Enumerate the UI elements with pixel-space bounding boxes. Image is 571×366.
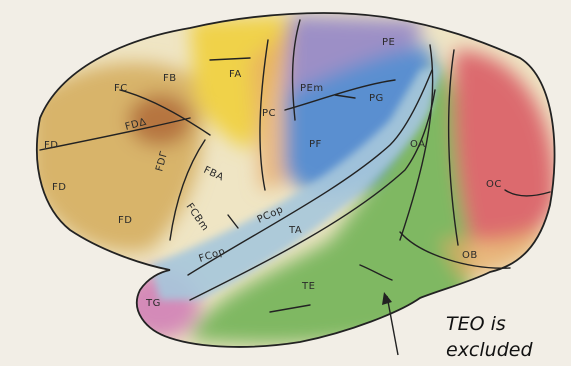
label-oa: OA — [410, 139, 426, 150]
label-fd-lower: FD — [118, 215, 132, 226]
label-ob: OB — [462, 250, 478, 261]
label-pe: PE — [382, 37, 395, 48]
annotation-line-1: TEO is — [446, 313, 506, 335]
label-fc: FC — [114, 83, 128, 94]
label-pem: PEm — [300, 83, 324, 94]
label-pc: PC — [262, 108, 276, 119]
label-fd-lower-left: FD — [52, 182, 66, 193]
annotation-line-2: excluded — [446, 339, 533, 361]
label-fa: FA — [229, 69, 242, 80]
label-fb: FB — [163, 73, 177, 84]
label-te: TE — [301, 281, 315, 292]
label-ta: TA — [288, 225, 302, 236]
label-tg: TG — [145, 298, 161, 309]
label-fd-upper: FD — [44, 140, 58, 151]
label-pg: PG — [369, 93, 384, 104]
label-pf: PF — [309, 139, 322, 150]
label-oc: OC — [486, 179, 502, 190]
